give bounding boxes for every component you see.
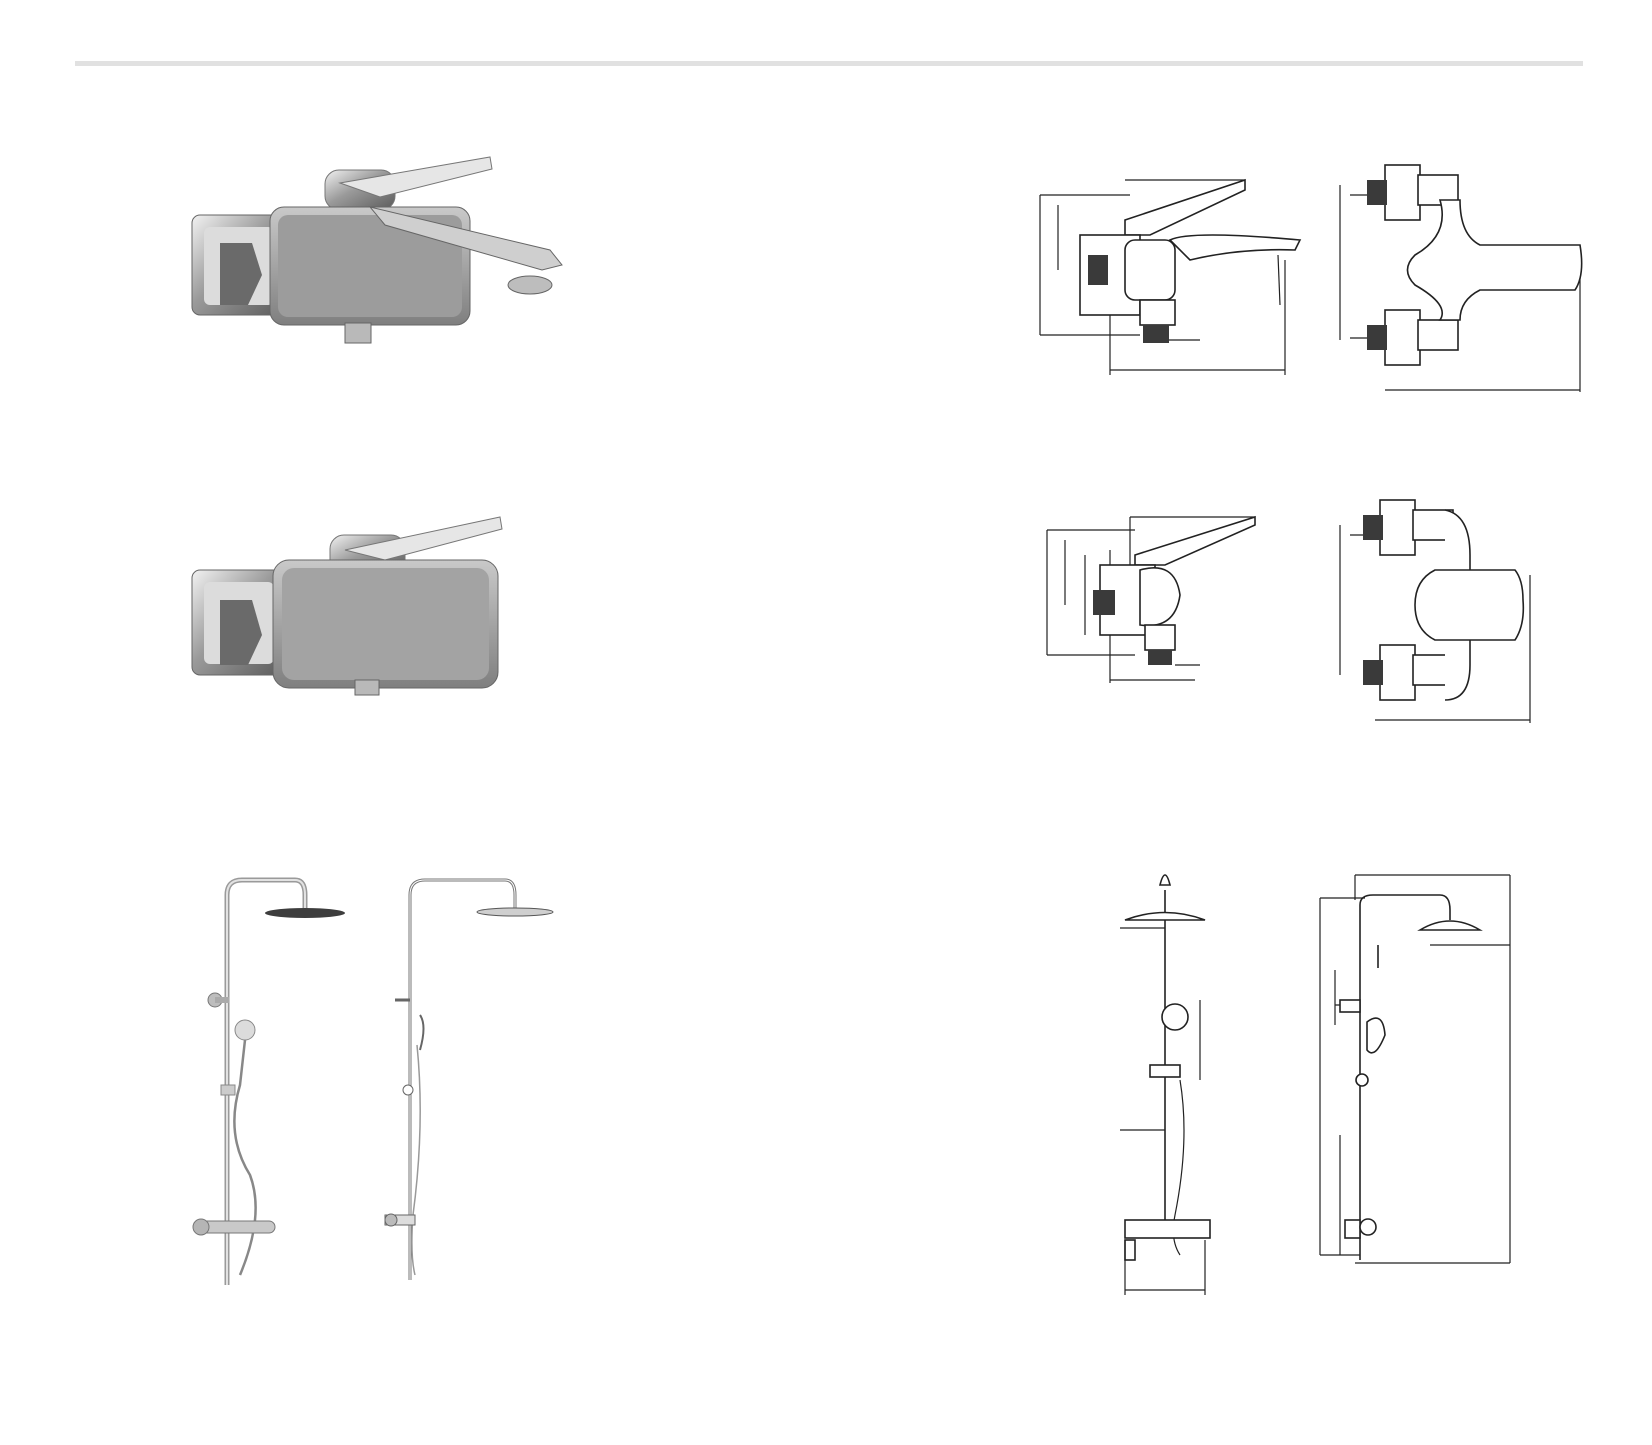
shower-column-photo — [192, 875, 555, 1295]
shower-mixer-technical-drawing — [1045, 495, 1545, 735]
shower-mixer-photo — [190, 515, 510, 696]
bath-mixer-technical-drawing — [1039, 160, 1600, 400]
bath-mixer-photo — [190, 155, 570, 345]
shower-column-technical-drawing — [1105, 860, 1515, 1300]
top-divider — [75, 61, 1583, 66]
